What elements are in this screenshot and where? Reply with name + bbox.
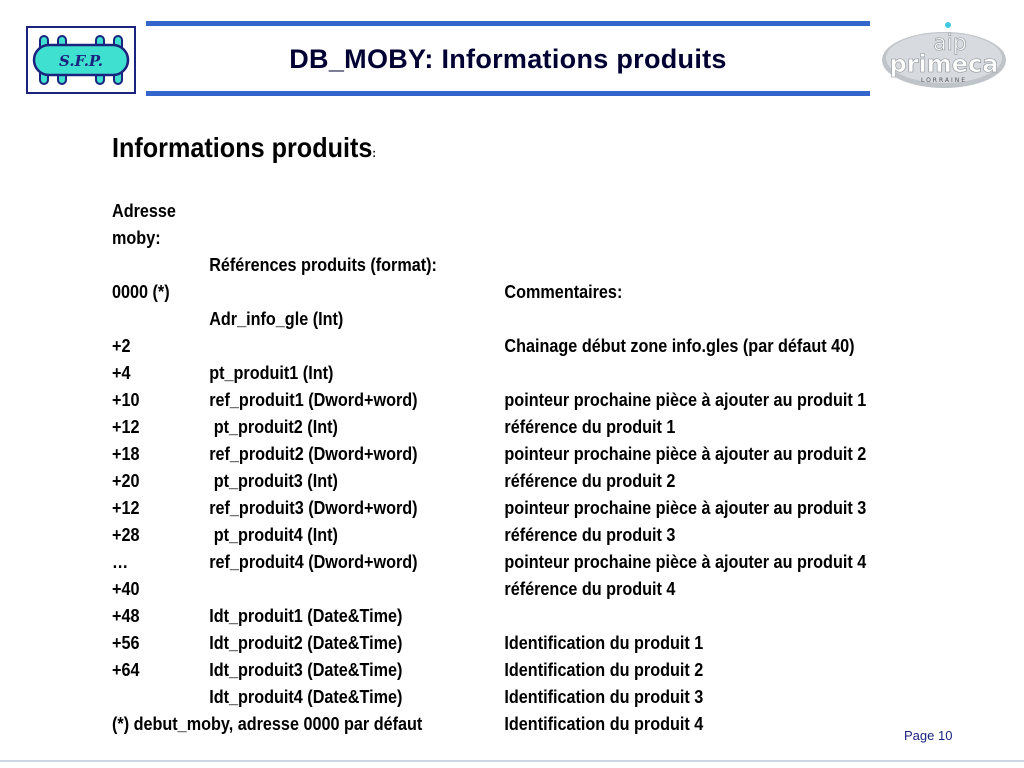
column-header-references: Références produits (format): (209, 255, 437, 275)
row-address: +10 (112, 390, 140, 410)
row-comment: Identification du produit 4 (504, 714, 704, 734)
row-comment: pointeur prochaine pièce à ajouter au pr… (504, 498, 867, 518)
row-reference: pt_produit3 (Int) (209, 471, 338, 491)
row-comment: référence du produit 1 (504, 417, 676, 437)
row-comment: pointeur prochaine pièce à ajouter au pr… (504, 444, 867, 464)
aip-primeca-logo-icon: aip primeca LORRAINE (882, 22, 1006, 88)
table-row: +18 pt_produit3 (Int) pointeur prochaine… (112, 414, 886, 518)
row-address: 0000 (*) (112, 282, 170, 302)
table-row: +56 Idt_produit3 (Date&Time) Identificat… (112, 603, 886, 707)
lorraine-logo-text: LORRAINE (921, 77, 967, 84)
header-bar-top (146, 21, 870, 26)
column-header-moby: moby: (112, 228, 161, 248)
footnote: (*) debut_moby, adresse 0000 par défaut (112, 714, 423, 734)
table-row: +2 pt_produit1 (Int) pointeur prochaine … (112, 306, 886, 410)
row-reference: pt_produit2 (Int) (209, 417, 338, 437)
row-reference: Idt_produit1 (Date&Time) (209, 606, 403, 626)
table-row: +20 ref_produit3 (Dword+word) référence … (112, 441, 886, 545)
sfp-logo: S.F.P. (26, 26, 136, 94)
row-address: +48 (112, 606, 140, 626)
row-address: +2 (112, 336, 131, 356)
slide-title: DB_MOBY: Informations produits (289, 44, 727, 74)
row-reference: ref_produit3 (Dword+word) (209, 498, 418, 518)
table-row: +28 ref_produit4 (Dword+word) référence … (112, 495, 886, 599)
table-row: +48 Idt_produit2 (Date&Time) Identificat… (112, 576, 886, 680)
row-reference: ref_produit4 (Dword+word) (209, 552, 418, 572)
row-comment: référence du produit 2 (504, 471, 676, 491)
row-comment: Chainage début zone info.gles (par défau… (504, 336, 855, 356)
table-row: +12 ref_produit2 (Dword+word) référence … (112, 387, 886, 491)
row-comment: Identification du produit 3 (504, 687, 704, 707)
footnote-row: (*) debut_moby, adresse 0000 par défaut (112, 684, 886, 734)
row-address: +20 (112, 471, 140, 491)
ellipsis: … (112, 552, 129, 572)
table-row: +64 Idt_produit4 (Date&Time) Identificat… (112, 630, 886, 734)
table-row: 0000 (*) Adr_info_gle (Int) Chainage déb… (112, 252, 886, 356)
table-row: +10 pt_produit2 (Int) pointeur prochaine… (112, 360, 886, 464)
aip-primeca-logo: aip primeca LORRAINE (876, 18, 1012, 94)
ellipsis-row: … (112, 522, 886, 572)
row-address: +56 (112, 633, 140, 653)
row-reference: pt_produit4 (Int) (209, 525, 338, 545)
row-address: +18 (112, 444, 140, 464)
row-reference: Idt_produit4 (Date&Time) (209, 687, 403, 707)
row-reference: ref_produit2 (Dword+word) (209, 444, 418, 464)
row-reference: pt_produit1 (Int) (209, 363, 334, 383)
footer-line (0, 760, 1024, 762)
table-row: +4 ref_produit1 (Dword+word) référence d… (112, 333, 886, 437)
row-address: +4 (112, 363, 131, 383)
row-comment: référence du produit 4 (504, 579, 676, 599)
content-heading: Informations produits: (112, 130, 886, 171)
adresse-label-row: Adresse (112, 171, 886, 221)
row-comment: Identification du produit 2 (504, 660, 704, 680)
row-reference: Idt_produit3 (Date&Time) (209, 660, 403, 680)
heading-text: Informations produits (112, 132, 373, 163)
page-number: Page 10 (904, 728, 953, 743)
row-comment: pointeur prochaine pièce à ajouter au pr… (504, 390, 867, 410)
column-header-comments: Commentaires: (504, 282, 623, 302)
heading-colon: : (372, 146, 376, 160)
header-bar-bottom (146, 91, 870, 96)
table-row: +12 pt_produit4 (Int) pointeur prochaine… (112, 468, 886, 572)
row-reference: ref_produit1 (Dword+word) (209, 390, 418, 410)
spacer (112, 225, 886, 252)
sfp-logo-text: S.F.P. (59, 52, 103, 70)
row-comment: Identification du produit 1 (504, 633, 704, 653)
spacer (112, 279, 886, 306)
table-row: +40 Idt_produit1 (Date&Time) Identificat… (112, 549, 886, 653)
row-reference: Idt_produit2 (Date&Time) (209, 633, 403, 653)
row-address: +12 (112, 498, 140, 518)
column-header-row: moby: Références produits (format): Comm… (112, 198, 886, 302)
content-area: Informations produits: Adresse moby: Réf… (112, 130, 886, 734)
row-address: +28 (112, 525, 140, 545)
row-comment: référence du produit 3 (504, 525, 676, 545)
row-address: +12 (112, 417, 140, 437)
adresse-label: Adresse (112, 201, 176, 221)
row-address: +64 (112, 660, 140, 680)
sfp-logo-icon: S.F.P. (32, 35, 130, 85)
row-reference: Adr_info_gle (Int) (209, 309, 344, 329)
row-address: +40 (112, 579, 140, 599)
aip-logo-text: aip (933, 31, 967, 56)
primeca-logo-text: primeca (890, 50, 999, 78)
row-comment: pointeur prochaine pièce à ajouter au pr… (504, 552, 867, 572)
